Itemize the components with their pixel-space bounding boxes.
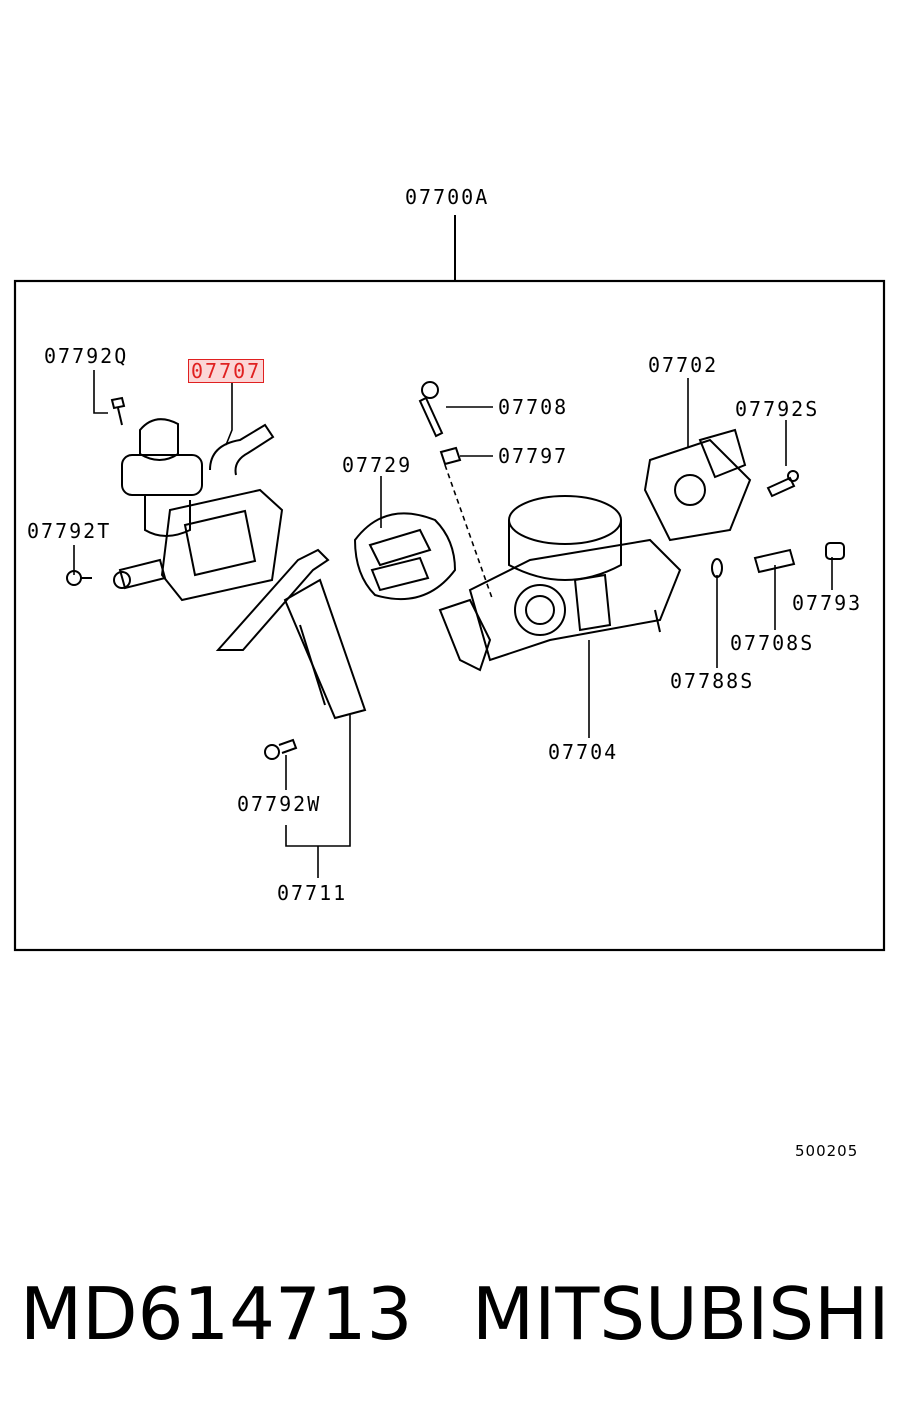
part-number: MD614713 [20,1272,413,1356]
idle-valve-drawing [110,396,284,602]
diagram-reference-code: 500205 [795,1142,859,1160]
nut-07797 [439,446,462,466]
label-07729[interactable]: 07729 [342,453,413,477]
screw-07792S [766,470,799,498]
label-07788S[interactable]: 07788S [670,669,755,693]
screw-07792T [66,570,92,586]
screw-07792W [264,738,298,760]
gasket-drawing [353,512,457,601]
label-07711[interactable]: 07711 [277,881,348,905]
footer-caption: MD614713 MITSUBISHI [0,1270,909,1360]
fitting-07708S [753,548,796,574]
plug-07793 [825,542,845,560]
label-07707-highlighted[interactable]: 07707 [187,359,265,383]
label-07793[interactable]: 07793 [792,591,863,615]
leader-lines [73,370,833,878]
brand-name: MITSUBISHI [472,1272,890,1356]
throttle-body-drawing [438,495,682,672]
label-07708[interactable]: 07708 [498,395,569,419]
bracket-drawing [215,548,367,720]
label-07792S[interactable]: 07792S [735,397,820,421]
label-07792T[interactable]: 07792T [27,519,112,543]
sensor-drawing [643,428,752,542]
label-07792W[interactable]: 07792W [237,792,322,816]
assembly-frame [13,279,886,952]
oring-07788S [711,558,723,578]
label-07797[interactable]: 07797 [498,444,569,468]
label-07708S[interactable]: 07708S [730,631,815,655]
bolt-07708 [418,381,444,438]
label-07700A[interactable]: 07700A [405,185,490,209]
label-07792Q[interactable]: 07792Q [44,344,129,368]
label-07704[interactable]: 07704 [548,740,619,764]
label-07702[interactable]: 07702 [648,353,719,377]
